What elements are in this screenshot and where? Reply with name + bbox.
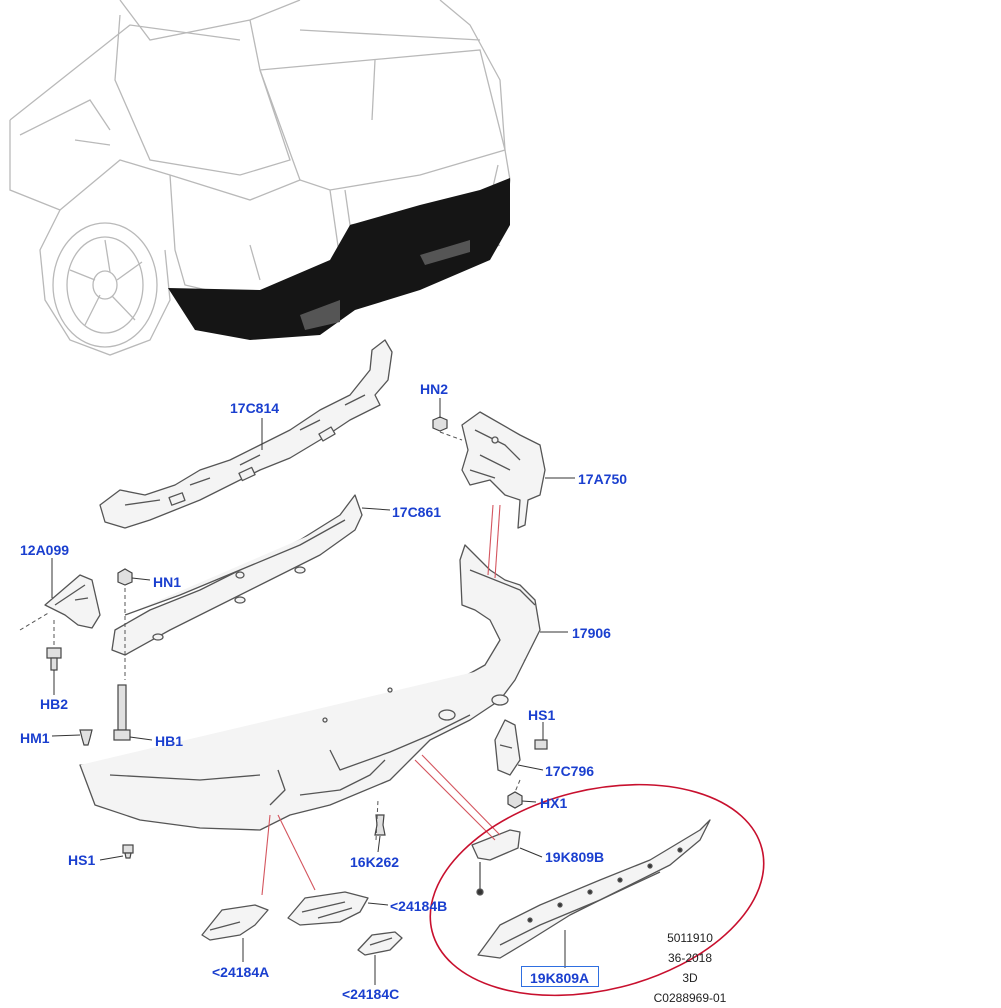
callout-HS1-right[interactable]: HS1 (528, 707, 556, 723)
selected-callout-frame (521, 966, 599, 987)
part-17C861 (111, 494, 363, 656)
part-17A750 (461, 411, 546, 529)
leader-lines (51, 398, 575, 985)
callout-HS1-left[interactable]: HS1 (68, 852, 96, 868)
callout-17C861[interactable]: 17C861 (392, 504, 442, 520)
vehicle-bumper-highlight (168, 178, 510, 340)
callout-24184C[interactable]: <24184C (342, 986, 400, 1002)
metadata-line-2: 36-2018 (667, 951, 713, 965)
callout-17C814[interactable]: 17C814 (230, 400, 280, 416)
callout-HB1[interactable]: HB1 (155, 733, 184, 749)
part-12A099 (44, 574, 101, 629)
callout-19K809B[interactable]: 19K809B (545, 849, 605, 865)
diagram-metadata: 5011910 36-2018 3D C0288969-01 (640, 928, 740, 1008)
callout-24184B[interactable]: <24184B (390, 898, 448, 914)
metadata-line-1: 5011910 (667, 931, 713, 945)
part-19K809A (477, 819, 711, 959)
part-19K809B (471, 829, 521, 896)
callout-17A750[interactable]: 17A750 (578, 471, 628, 487)
part-17906 (79, 544, 541, 831)
guide-lines (261, 504, 501, 896)
callout-HM1[interactable]: HM1 (20, 730, 50, 746)
callout-24184A[interactable]: <24184A (212, 964, 270, 980)
callout-17C796[interactable]: 17C796 (545, 763, 595, 779)
metadata-line-4: C0288969-01 (653, 991, 727, 1005)
part-17C796 (494, 719, 521, 776)
callout-17906[interactable]: 17906 (572, 625, 611, 641)
highlight-ellipse (429, 783, 765, 997)
part-17C814 (99, 339, 393, 529)
callout-19K809A[interactable]: 19K809A (530, 970, 590, 986)
callout-12A099[interactable]: 12A099 (20, 542, 70, 558)
callout-HN1[interactable]: HN1 (153, 574, 182, 590)
fasteners (46, 416, 548, 859)
callout-HX1[interactable]: HX1 (540, 795, 568, 811)
metadata-line-3: 3D (682, 971, 698, 985)
callout-16K262[interactable]: 16K262 (350, 854, 400, 870)
dashed-leaders (19, 431, 521, 841)
part-24184-finishers (201, 891, 403, 956)
callout-HB2[interactable]: HB2 (40, 696, 69, 712)
callout-HN2[interactable]: HN2 (420, 381, 449, 397)
